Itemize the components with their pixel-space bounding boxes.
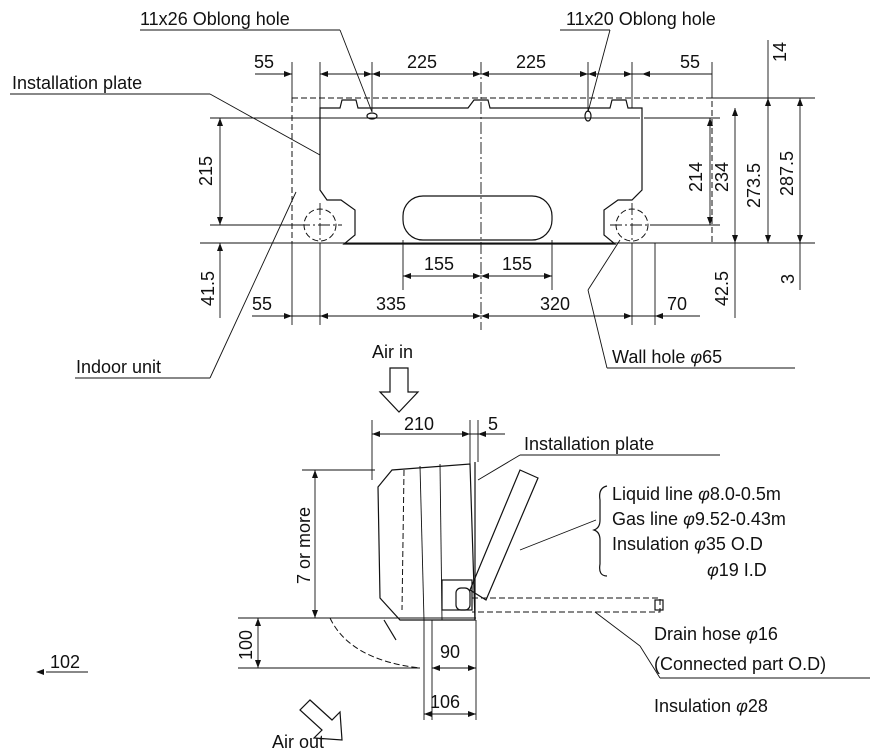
installation-plate-outline: [319, 99, 643, 245]
dim-bottom-320: 320: [540, 294, 570, 314]
dim-top-left-55: 55: [254, 52, 274, 72]
label-oblong-26: 11x26 Oblong hole: [140, 9, 290, 29]
label-air-out: Air out: [272, 732, 324, 751]
label-7-or-more: 7 or more: [294, 507, 314, 584]
label-insulation-id: φ19 I.D: [707, 560, 767, 580]
dim-right-14: 14: [770, 42, 790, 62]
dim-bottom-70: 70: [667, 294, 687, 314]
top-view: [10, 29, 815, 379]
dim-bottom-335: 335: [376, 294, 406, 314]
label-insulation-drain: Insulation φ28: [654, 696, 768, 716]
dim-side-90: 90: [440, 642, 460, 662]
air-out-arrow: [299, 699, 343, 741]
label-indoor-unit: Indoor unit: [76, 357, 161, 377]
dim-top-225-a: 225: [407, 52, 437, 72]
dim-right-273-5: 273.5: [744, 163, 764, 208]
label-connected-part: (Connected part O.D): [654, 654, 826, 674]
dim-side-106: 106: [430, 692, 460, 712]
side-view: [36, 367, 870, 741]
dim-right-3: 3: [778, 274, 798, 284]
oblong-hole-20: [584, 110, 592, 122]
dimension-numbers: 55 225 225 55 14 215 214 234 273.5 287.5…: [50, 42, 798, 712]
label-wall-hole: Wall hole φ65: [612, 347, 722, 367]
dim-top-225-b: 225: [516, 52, 546, 72]
dim-bottom-155-b: 155: [502, 254, 532, 274]
dim-left-215: 215: [196, 156, 216, 186]
label-drain-hose: Drain hose φ16: [654, 624, 778, 644]
center-slot: [402, 195, 553, 241]
label-insulation: Insulation φ35 O.D: [612, 534, 763, 554]
dim-side-5: 5: [488, 414, 498, 434]
label-installation-plate-side: Installation plate: [524, 434, 654, 454]
dim-left-41-5: 41.5: [198, 271, 218, 306]
dim-right-287-5: 287.5: [777, 151, 797, 196]
side-unit-body: [377, 463, 476, 621]
dim-right-214: 214: [686, 162, 706, 192]
pipe-bundle: [469, 469, 539, 601]
dim-side-102: 102: [50, 652, 80, 672]
dim-side-210: 210: [404, 414, 434, 434]
dim-bottom-155-a: 155: [424, 254, 454, 274]
drain-hose: [472, 597, 661, 613]
pipe-outlet: [441, 579, 473, 611]
label-installation-plate-top: Installation plate: [12, 73, 142, 93]
dim-bottom-55: 55: [252, 294, 272, 314]
text-labels: 11x26 Oblong hole 11x20 Oblong hole Inst…: [12, 9, 826, 751]
label-oblong-20: 11x20 Oblong hole: [566, 9, 716, 29]
dim-top-right-55: 55: [680, 52, 700, 72]
label-gas-line: Gas line φ9.52-0.43m: [612, 509, 786, 529]
oblong-hole-26: [366, 112, 378, 120]
label-air-in: Air in: [372, 342, 413, 362]
air-in-arrow: [378, 367, 420, 413]
dim-right-42-5: 42.5: [712, 271, 732, 306]
dim-right-234: 234: [712, 162, 732, 192]
label-liquid-line: Liquid line φ8.0-0.5m: [612, 484, 781, 504]
dim-side-100: 100: [236, 630, 256, 660]
